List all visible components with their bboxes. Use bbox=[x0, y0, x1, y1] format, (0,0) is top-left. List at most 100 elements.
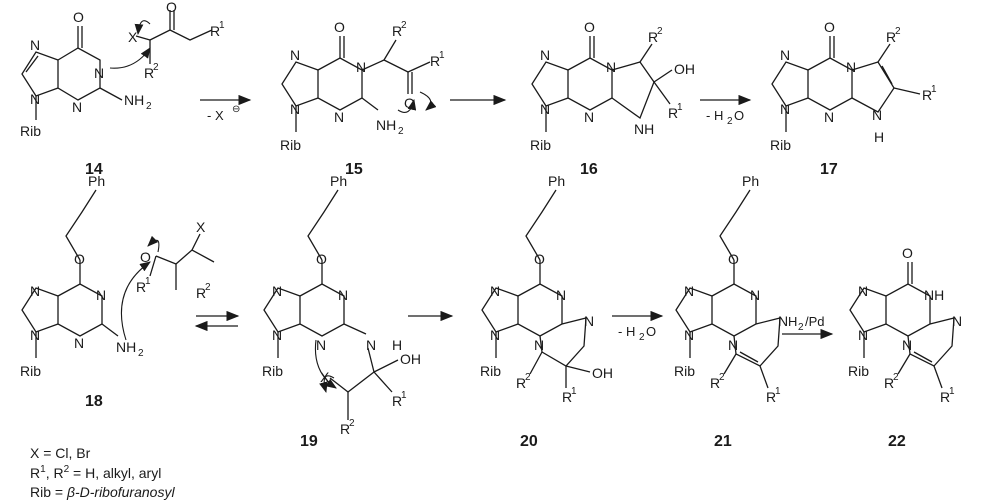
legend-line-1: X = Cl, Br bbox=[30, 445, 91, 461]
compound-21-structure bbox=[675, 189, 781, 389]
c16-R1-sup: 1 bbox=[677, 102, 683, 113]
c22-N3: N bbox=[902, 337, 912, 353]
c22-Rib: Rib bbox=[848, 363, 869, 379]
c17-R2-sup: 2 bbox=[895, 26, 901, 37]
c20-N3: N bbox=[534, 337, 544, 353]
c16-OH: OH bbox=[674, 61, 695, 77]
c20-Rib: Rib bbox=[480, 363, 501, 379]
c18-Rib: Rib bbox=[20, 363, 41, 379]
c22-R1: R bbox=[940, 389, 950, 405]
compound-label-14: 14 bbox=[85, 161, 103, 178]
arrow-label-dehydration-1-tail: O bbox=[734, 108, 744, 123]
c21-R1-sup: 1 bbox=[775, 386, 781, 397]
c18-R1: R bbox=[136, 279, 146, 295]
legend-line-3: Rib = β-D-ribofuranosyl bbox=[30, 484, 175, 500]
c16-R2: R bbox=[648, 29, 658, 45]
c17-N9: N bbox=[780, 101, 790, 117]
compound-22-structure bbox=[849, 262, 955, 389]
c14-carbonyl-O: O bbox=[166, 0, 177, 15]
c18-carbonyl-O: O bbox=[140, 249, 151, 265]
c21-R2: R bbox=[710, 375, 720, 391]
c15-R2: R bbox=[392, 23, 402, 39]
c20-N7: N bbox=[490, 283, 500, 299]
c15-R1-sup: 1 bbox=[439, 50, 445, 61]
c20-R1: R bbox=[562, 389, 572, 405]
compound-label-21: 21 bbox=[714, 433, 732, 450]
c21-Ph: Ph bbox=[742, 173, 759, 189]
c17-N7: N bbox=[780, 47, 790, 63]
c16-N9: N bbox=[540, 101, 550, 117]
c21-R2-sup: 2 bbox=[719, 372, 725, 383]
c19-Rib: Rib bbox=[262, 363, 283, 379]
c17-N3: N bbox=[824, 109, 834, 125]
c20-N9: N bbox=[490, 327, 500, 343]
c17-R2: R bbox=[886, 29, 896, 45]
c15-O: O bbox=[334, 19, 345, 35]
c20-N-ring: N bbox=[584, 313, 594, 329]
c22-R2-sup: 2 bbox=[893, 372, 899, 383]
c17-N-ring: N bbox=[872, 107, 882, 123]
c21-N9: N bbox=[684, 327, 694, 343]
c14-O: O bbox=[73, 9, 84, 25]
c15-NH2: NH bbox=[376, 117, 396, 133]
c22-NH: NH bbox=[924, 287, 944, 303]
arrow-label-hydrogenation-sub: 2 bbox=[798, 322, 804, 333]
c16-R1: R bbox=[668, 105, 678, 121]
c14-N7: N bbox=[30, 37, 40, 53]
c19-N1: N bbox=[338, 287, 348, 303]
c17-Rib: Rib bbox=[770, 137, 791, 153]
c16-N7: N bbox=[540, 47, 550, 63]
c20-R2: R bbox=[516, 375, 526, 391]
arrow-label-dehydration-1-sub: 2 bbox=[727, 116, 733, 127]
c22-N9: N bbox=[858, 327, 868, 343]
c19-N-amine: N bbox=[366, 337, 376, 353]
c19-R2-sup: 2 bbox=[349, 418, 355, 429]
c15-R2-sup: 2 bbox=[401, 20, 407, 31]
compound-label-22: 22 bbox=[888, 433, 906, 450]
c14-N9: N bbox=[30, 91, 40, 107]
c14-R2: R bbox=[144, 65, 154, 81]
arrow-label-dehydration-2: - H bbox=[618, 324, 635, 339]
c20-ether-O: O bbox=[534, 251, 545, 267]
c19-N9: N bbox=[272, 327, 282, 343]
c15-N3: N bbox=[334, 109, 344, 125]
c18-NH2-sub: 2 bbox=[138, 348, 144, 359]
c17-H: H bbox=[874, 129, 884, 145]
c17-N1: N bbox=[846, 59, 856, 75]
c19-R1: R bbox=[392, 393, 402, 409]
compound-18-structure bbox=[21, 189, 215, 358]
compound-label-16: 16 bbox=[580, 161, 598, 178]
c18-R2: R bbox=[196, 285, 206, 301]
c18-N1: N bbox=[96, 287, 106, 303]
c20-N1: N bbox=[556, 287, 566, 303]
c14-NH2: NH bbox=[124, 92, 144, 108]
c15-N7: N bbox=[290, 47, 300, 63]
c16-NH: NH bbox=[634, 121, 654, 137]
c22-R2: R bbox=[884, 375, 894, 391]
c21-N7: N bbox=[684, 283, 694, 299]
c22-N7: N bbox=[858, 283, 868, 299]
c14-R1: R bbox=[210, 23, 220, 39]
c22-N-ring: N bbox=[952, 313, 962, 329]
c21-R1: R bbox=[766, 389, 776, 405]
compound-label-18: 18 bbox=[85, 393, 103, 410]
c19-X: X bbox=[320, 369, 330, 385]
c14-N3: N bbox=[72, 99, 82, 115]
c15-NH2-sub: 2 bbox=[398, 126, 404, 137]
c18-X: X bbox=[196, 219, 206, 235]
compound-15-structure bbox=[281, 36, 437, 132]
c15-N1: N bbox=[356, 59, 366, 75]
c18-NH2: NH bbox=[116, 339, 136, 355]
c18-R2-sup: 2 bbox=[205, 282, 211, 293]
c21-Rib: Rib bbox=[674, 363, 695, 379]
c18-N3: N bbox=[74, 335, 84, 351]
c14-NH2-sub: 2 bbox=[146, 101, 152, 112]
c18-Ph: Ph bbox=[88, 173, 105, 189]
arrow-label-dehydration-2-tail: O bbox=[646, 324, 656, 339]
c21-N3: N bbox=[728, 337, 738, 353]
c14-Rib: Rib bbox=[20, 123, 41, 139]
c17-O: O bbox=[824, 19, 835, 35]
c15-N9: N bbox=[290, 101, 300, 117]
c21-N-ring: N bbox=[778, 313, 788, 329]
compound-14-structure bbox=[21, 10, 213, 120]
